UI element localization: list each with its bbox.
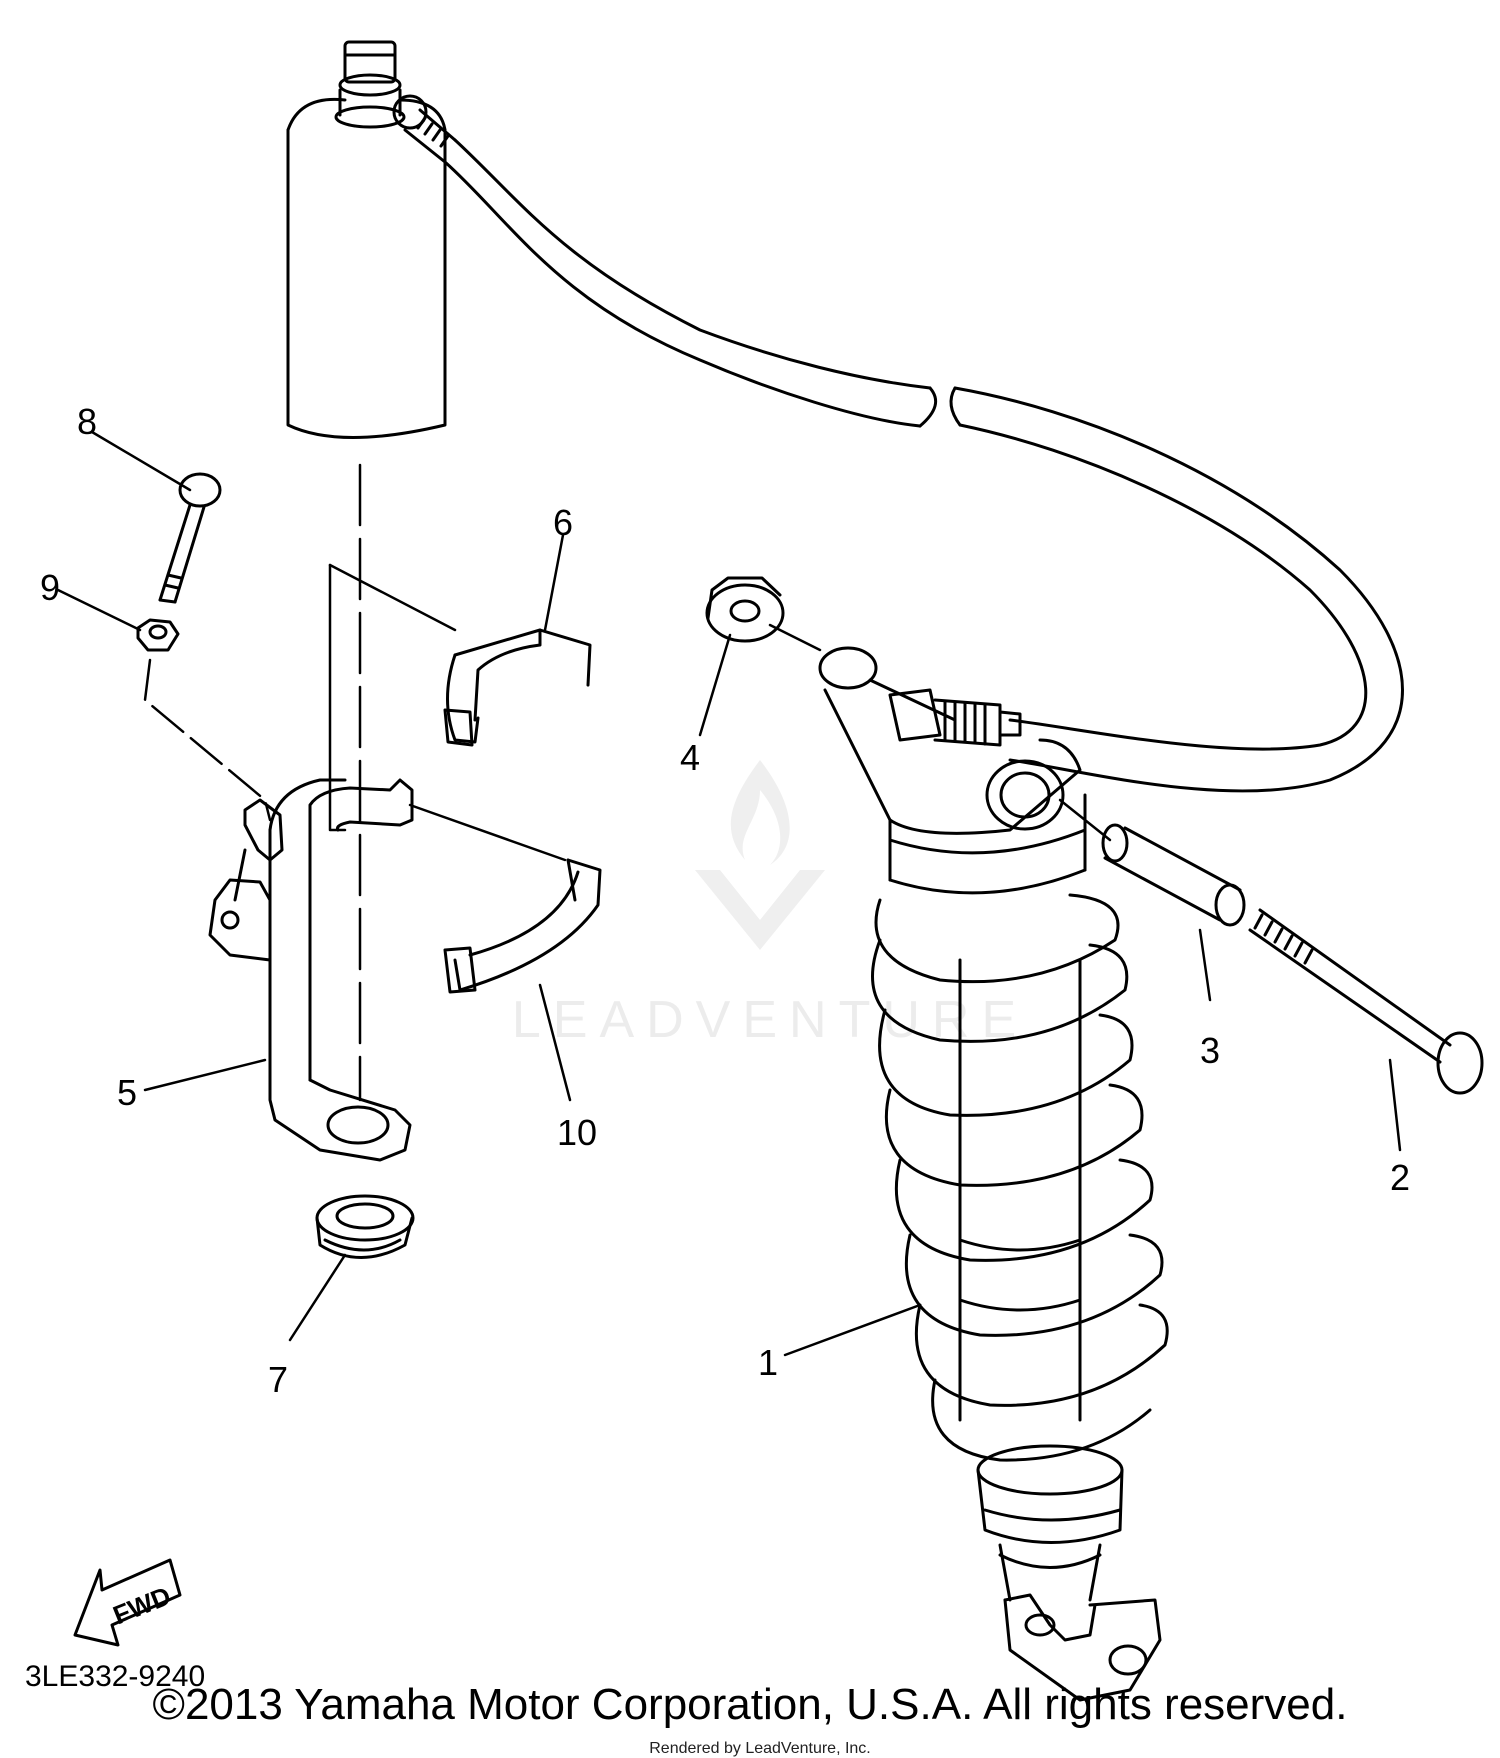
leadventure-logo-icon bbox=[690, 750, 830, 965]
callout-1: 1 bbox=[758, 1342, 778, 1383]
callout-8: 8 bbox=[77, 401, 97, 442]
callout-4: 4 bbox=[680, 737, 700, 778]
renderer-credit: Rendered by LeadVenture, Inc. bbox=[649, 1740, 871, 1757]
callout-10: 10 bbox=[557, 1112, 597, 1153]
part-10-clamp bbox=[445, 860, 600, 992]
part-2-bolt bbox=[1250, 910, 1482, 1093]
fwd-label: FWD bbox=[109, 1580, 175, 1630]
part-9-nut bbox=[138, 620, 178, 650]
part-4-bushing bbox=[707, 578, 783, 641]
callout-7: 7 bbox=[268, 1359, 288, 1400]
part-3-collar bbox=[1103, 825, 1244, 925]
callout-6: 6 bbox=[553, 502, 573, 543]
callout-3: 3 bbox=[1200, 1030, 1220, 1071]
callout-leader-lines bbox=[58, 432, 1400, 1355]
part-1-shock-absorber bbox=[820, 648, 1167, 1700]
callout-2: 2 bbox=[1390, 1157, 1410, 1198]
diagram-code: 3LE332-9240 bbox=[25, 1660, 205, 1693]
reservoir-tank bbox=[288, 42, 445, 438]
leader-lines bbox=[145, 465, 1110, 1100]
callout-9: 9 bbox=[40, 567, 60, 608]
fwd-arrow-icon bbox=[75, 1560, 180, 1645]
part-8-bolt bbox=[160, 474, 220, 602]
copyright-notice: ©2013 Yamaha Motor Corporation, U.S.A. A… bbox=[152, 1680, 1348, 1729]
reservoir-hose bbox=[405, 110, 1403, 791]
part-7-grommet bbox=[317, 1196, 413, 1258]
part-5-bracket bbox=[210, 780, 412, 1160]
callout-5: 5 bbox=[117, 1072, 137, 1113]
part-6-clamp bbox=[445, 630, 590, 745]
